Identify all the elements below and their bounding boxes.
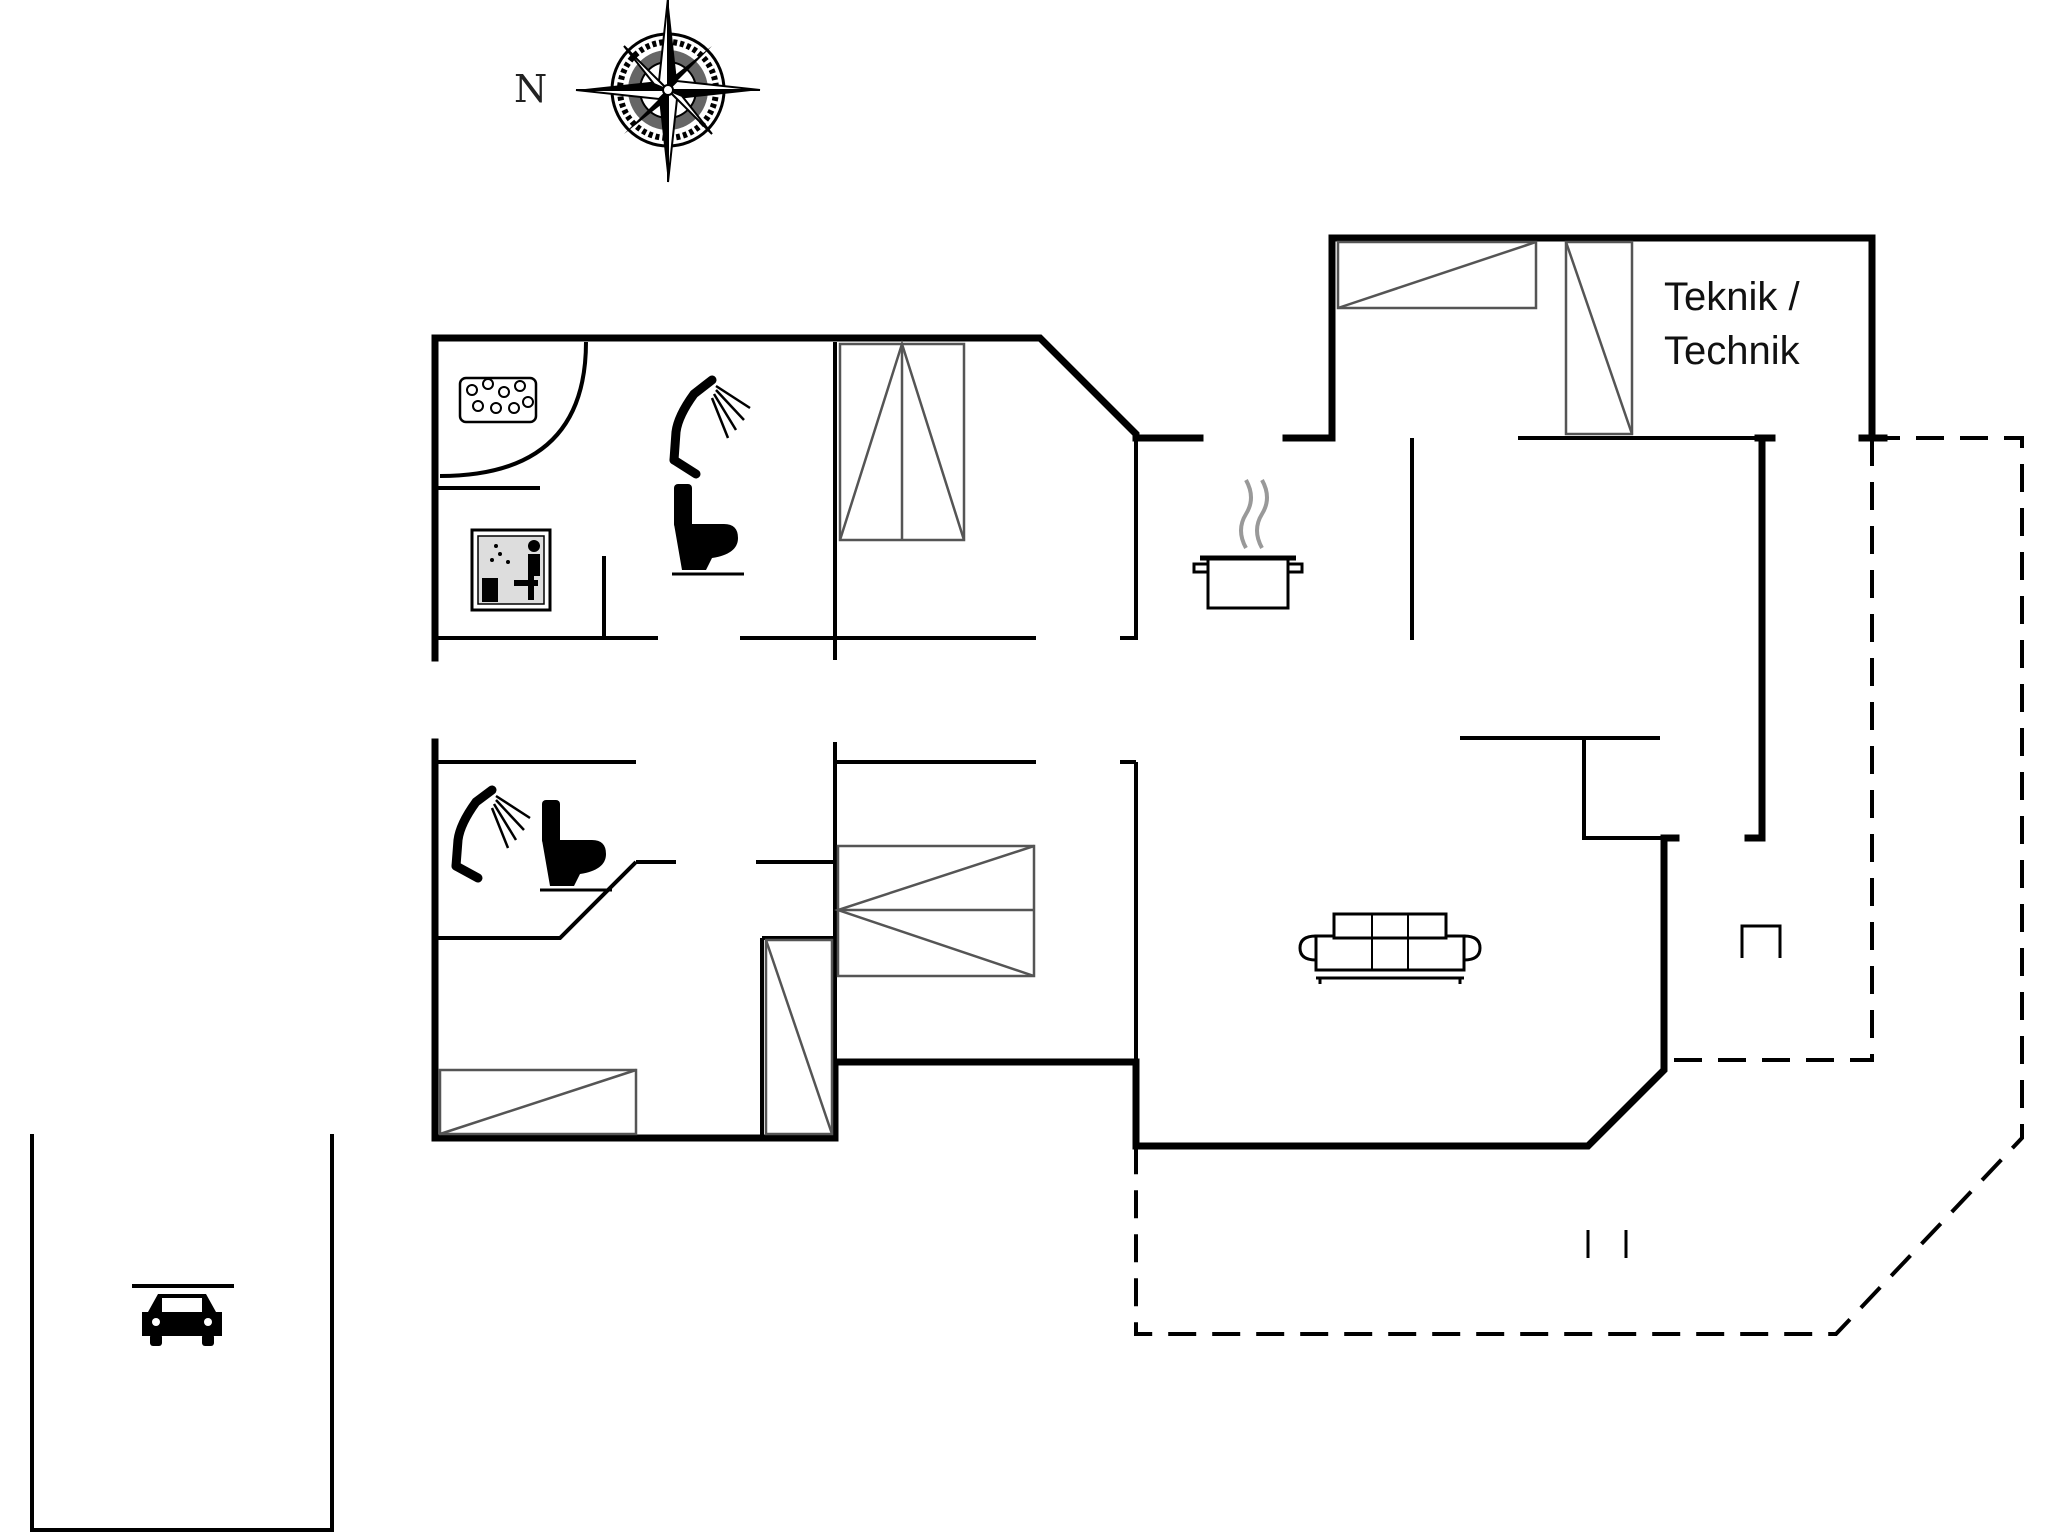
technical-room-label-line2: Technik [1664,329,1801,373]
compass-rose-icon [575,0,761,183]
shower-icon [451,785,531,883]
sofa-icon [1298,912,1482,984]
wardrobe-left [838,339,966,542]
wardrobe-bottom-middle [764,938,834,1136]
technical-room-label-line1: Teknik / [1664,275,1800,319]
car-icon [142,1294,222,1346]
wardrobe-top [1336,240,1538,310]
toilet-icon [672,484,744,576]
bed-middle [834,844,1036,978]
sauna-icon [470,528,552,612]
wardrobe-bottom-left [438,1068,638,1136]
cooking-pot-icon [1192,479,1304,610]
wardrobe-top-right [1564,240,1634,436]
north-label: N [514,67,547,111]
door-swing-icon [1586,1230,1628,1258]
compass: N [514,0,761,183]
stool-icon [1740,924,1782,958]
shower-icon [669,375,751,479]
exterior-walls [431,234,1888,1150]
whirlpool-icon [439,341,588,478]
interior-walls [433,342,1762,1138]
carport [30,1134,334,1532]
toilet-icon [540,800,612,892]
terraces [1134,436,2024,1336]
